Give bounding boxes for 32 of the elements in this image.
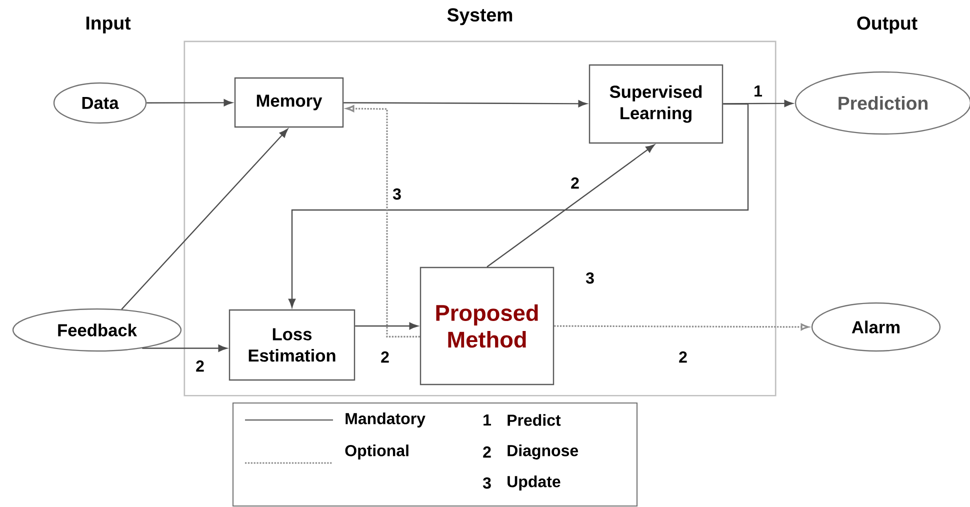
legend-text: Predict	[508, 414, 561, 426]
arrow	[723, 100, 794, 107]
edge-label: 2	[379, 350, 391, 364]
frame-heading: System	[447, 8, 512, 26]
column-heading: Output	[857, 16, 918, 34]
edge-label: 3	[391, 187, 403, 201]
step-number: 2	[483, 446, 491, 458]
arrow	[288, 103, 749, 308]
legend-text: Mandatory	[346, 412, 426, 428]
arrow	[346, 105, 420, 338]
column-heading: Input	[86, 16, 131, 34]
process-box: Proposed Method	[420, 266, 554, 386]
arrow	[121, 128, 288, 310]
arrow	[554, 324, 809, 330]
edge-label: 2	[677, 350, 689, 364]
arrow	[146, 99, 233, 106]
legend-text: Diagnose	[508, 444, 578, 460]
step-number: 3	[586, 272, 594, 284]
process-box: Memory	[234, 77, 344, 128]
arrow	[355, 322, 418, 330]
step-number: 3	[482, 477, 491, 489]
arrow	[486, 144, 655, 268]
edge-label: 2	[569, 176, 581, 190]
arrow	[344, 100, 588, 108]
legend-text: Optional	[345, 444, 408, 460]
process-box: Loss Estimation	[228, 309, 356, 381]
edge-label: 2	[194, 359, 206, 373]
step-number: 1	[484, 414, 491, 426]
process-box: Supervised Learning	[588, 64, 724, 144]
arrow	[142, 344, 228, 352]
edge-label: 1	[752, 84, 764, 98]
legend-text: Update	[508, 476, 560, 490]
